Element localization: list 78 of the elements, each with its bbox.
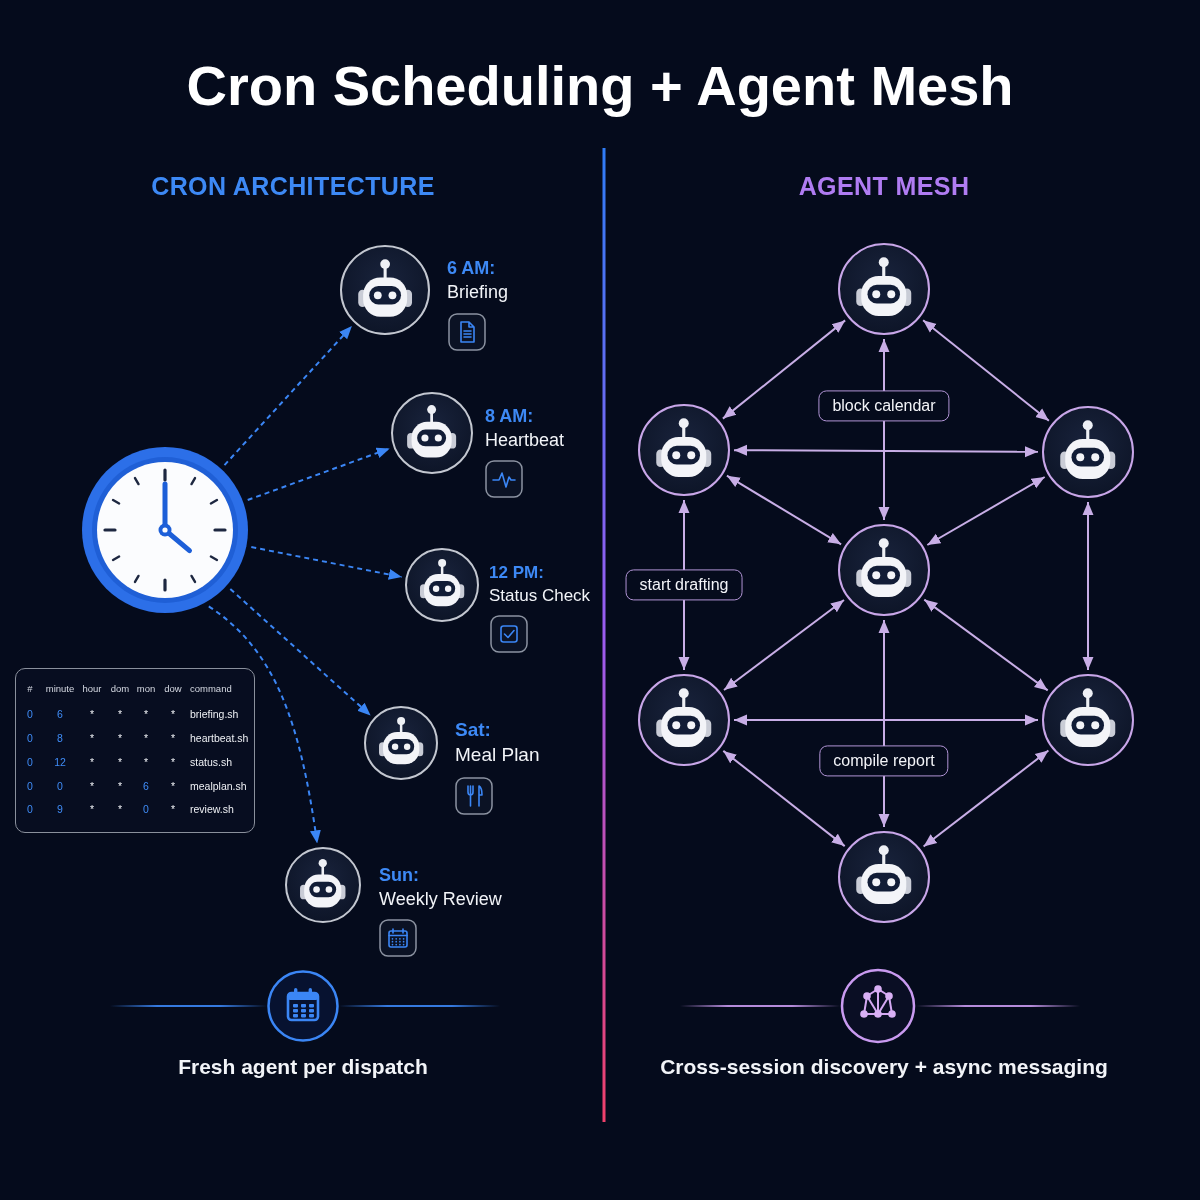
script-name: mealplan.sh	[190, 780, 247, 793]
double-arrow	[722, 749, 846, 848]
crontab-table	[15, 668, 255, 833]
double-arrow	[723, 599, 845, 691]
column-header: command	[190, 683, 232, 695]
cron-value: *	[117, 756, 123, 769]
task-label: Heartbeat	[485, 429, 565, 452]
cron-value: 8	[57, 732, 63, 745]
cron-value: *	[89, 780, 95, 793]
cron-value: 0	[27, 780, 33, 793]
script-name: review.sh	[190, 803, 234, 816]
cron-value: 9	[57, 803, 63, 816]
cron-value: 6	[57, 708, 63, 721]
double-arrow	[926, 476, 1046, 546]
edge-label: start drafting	[625, 569, 743, 601]
task-label: Meal Plan	[455, 744, 540, 768]
cron-value: *	[89, 708, 95, 721]
cron-value: *	[89, 756, 95, 769]
title: Cron Scheduling + Agent Mesh	[186, 53, 1014, 120]
cron-value: *	[117, 803, 123, 816]
dashed-arrow	[246, 447, 391, 501]
cron-value: 0	[27, 708, 33, 721]
clock-illustration	[81, 446, 249, 614]
dashed-arrow	[229, 588, 372, 717]
cron-value: *	[117, 780, 123, 793]
cron-value: 12	[54, 756, 66, 769]
script-name: status.sh	[190, 756, 233, 769]
script-name: briefing.sh	[190, 708, 239, 721]
cron-value: *	[143, 708, 149, 721]
cron-value: 0	[57, 780, 63, 793]
dashed-arrow	[250, 546, 403, 580]
time-label: Sat:	[455, 719, 491, 742]
time-label: 12 PM:	[489, 563, 544, 584]
task-label: Briefing	[447, 281, 509, 304]
cron-value: 0	[27, 803, 33, 816]
double-arrow	[922, 749, 1050, 848]
double-arrow	[923, 598, 1049, 692]
time-label: Sun:	[379, 865, 419, 887]
time-label: 8 AM:	[485, 406, 534, 428]
double-arrow	[922, 319, 1050, 422]
cron-value: 0	[143, 803, 149, 816]
time-label: 6 AM:	[447, 258, 496, 280]
cron-value: *	[170, 803, 176, 816]
cron-value: *	[89, 803, 95, 816]
double-arrow	[733, 444, 1039, 458]
cron-value: *	[89, 732, 95, 745]
cron-value: *	[170, 780, 176, 793]
script-name: heartbeat.sh	[190, 732, 249, 745]
cron-value: *	[117, 708, 123, 721]
cron-value: *	[170, 708, 176, 721]
dashed-arrow	[207, 605, 321, 845]
column-header: hour	[82, 683, 102, 695]
edge-label: compile report	[819, 745, 949, 777]
cron-value: 0	[27, 756, 33, 769]
cron-value: 6	[143, 780, 149, 793]
cron-value: *	[143, 732, 149, 745]
cron-value: *	[143, 756, 149, 769]
column-header: dow	[164, 683, 182, 695]
cron-value: *	[170, 756, 176, 769]
double-arrow	[721, 319, 847, 420]
footer-caption: Cross-session discovery + async messaging	[660, 1054, 1108, 1080]
double-arrow	[725, 474, 843, 546]
dashed-arrow	[223, 325, 353, 467]
footer-caption: Fresh agent per dispatch	[178, 1054, 428, 1080]
column-header: #	[27, 683, 33, 695]
cron-value: *	[170, 732, 176, 745]
edge-label: block calendar	[818, 390, 950, 422]
task-label: Weekly Review	[379, 888, 502, 911]
column-header: dom	[110, 683, 130, 695]
double-arrow	[1082, 501, 1094, 671]
cron-value: *	[117, 732, 123, 745]
column-header: mon	[136, 683, 156, 695]
column-header: minute	[45, 683, 75, 695]
task-label: Status Check	[489, 585, 591, 606]
section-heading: AGENT MESH	[798, 171, 970, 201]
cron-value: 0	[27, 732, 33, 745]
double-arrow	[733, 714, 1039, 726]
section-heading: CRON ARCHITECTURE	[151, 171, 435, 201]
